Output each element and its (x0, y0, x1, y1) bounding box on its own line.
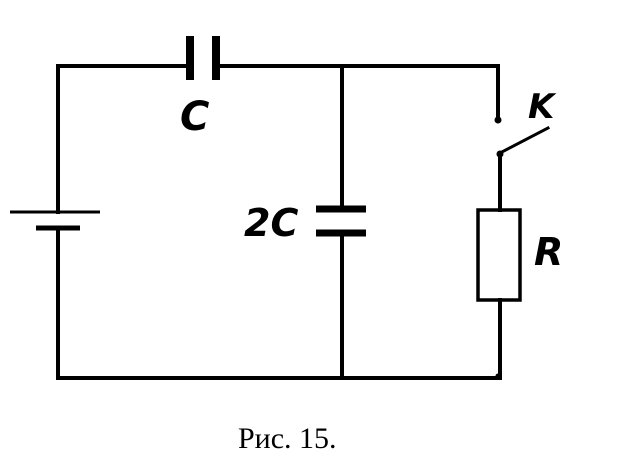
label-r: R (534, 230, 563, 274)
switch-blade (497, 125, 551, 156)
switch-k (496, 125, 551, 158)
label-c: C (180, 94, 209, 140)
resistor-r (476, 208, 522, 302)
label-2c: 2C (244, 201, 298, 245)
figure-caption: Рис. 15. (238, 422, 337, 455)
capacitor-c (186, 36, 220, 80)
battery (10, 210, 100, 231)
switch-contact-top (494, 116, 502, 124)
label-k: K (528, 87, 557, 127)
junction-bottom-right (495, 373, 501, 379)
capacitor-2c (316, 205, 366, 237)
